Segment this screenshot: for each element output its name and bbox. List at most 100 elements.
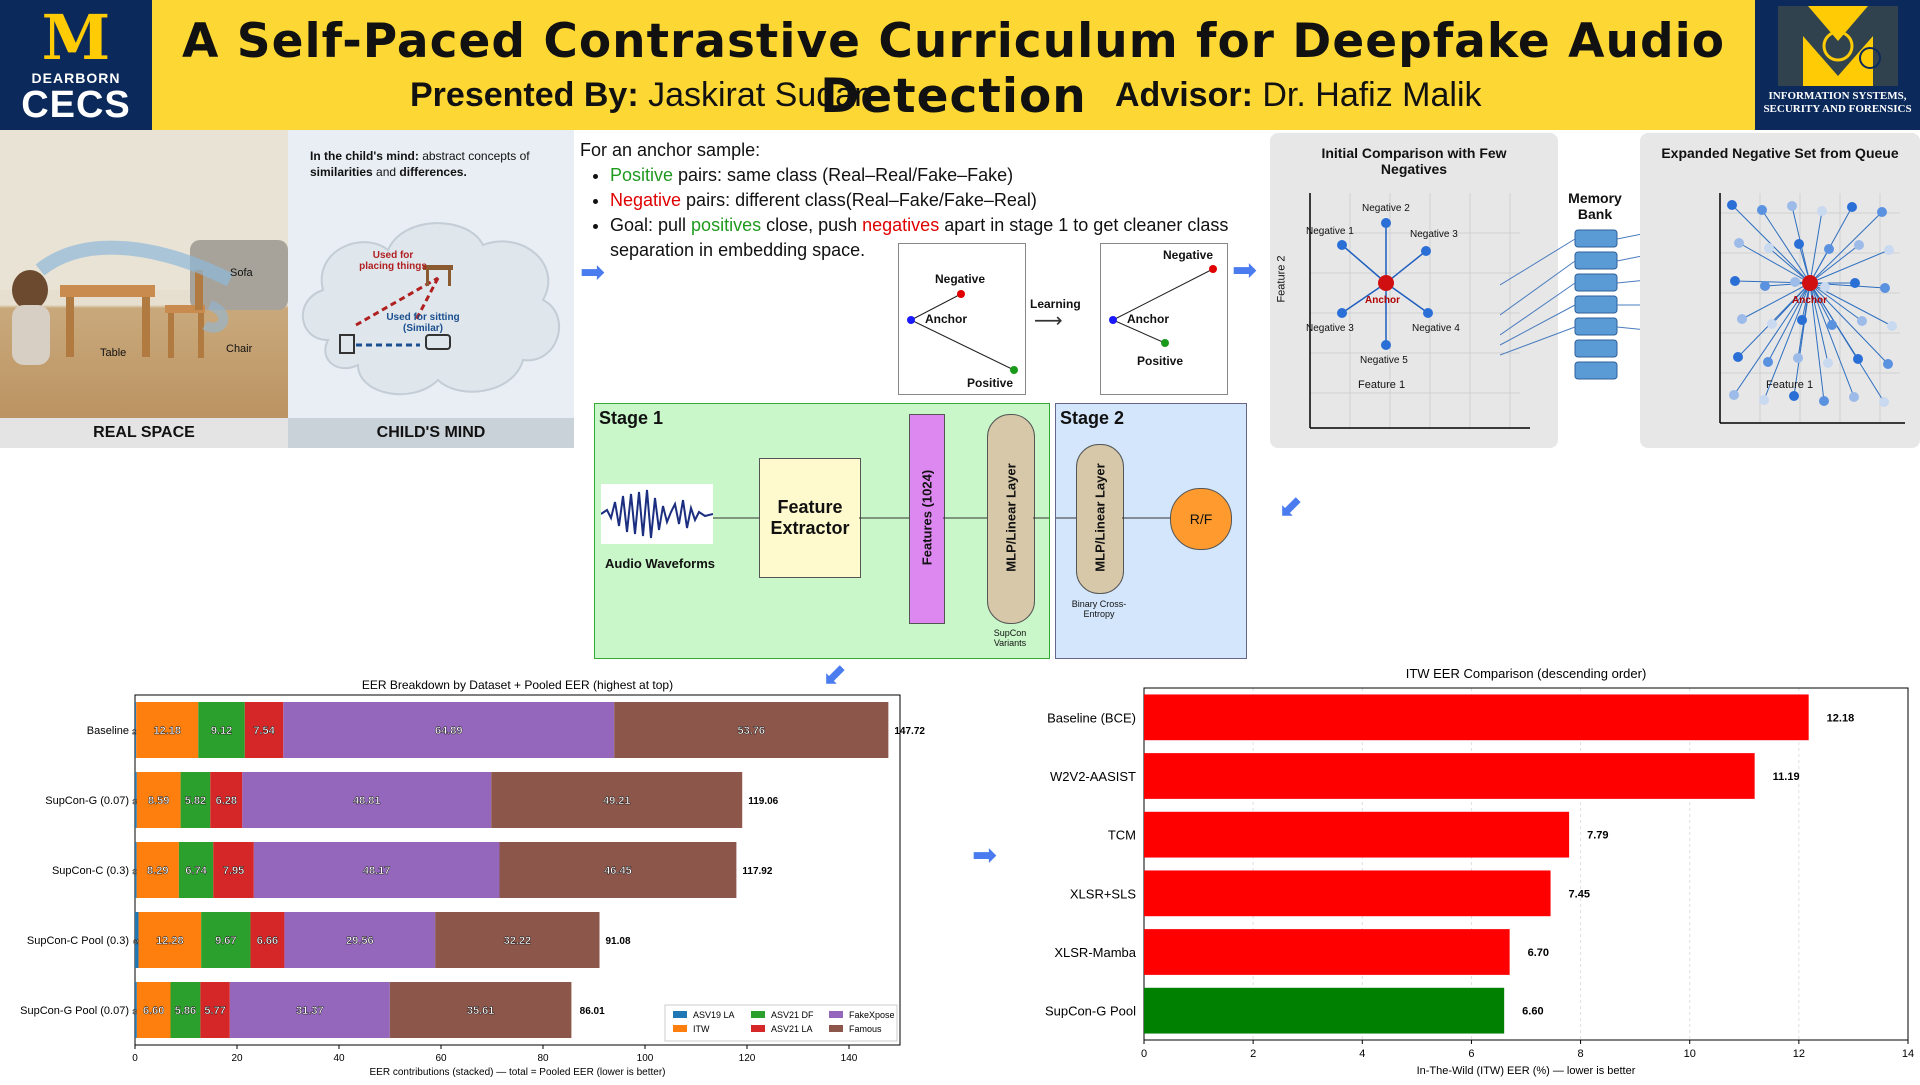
chart1-segment-label: 5.82 bbox=[185, 795, 206, 807]
queue-ray bbox=[1767, 282, 1811, 363]
presenter-label: Presented By: bbox=[410, 76, 639, 114]
chart1-bar-segment bbox=[389, 982, 572, 1038]
bullet-positive: Positive pairs: same class (Real–Real/Fa… bbox=[610, 163, 1280, 188]
chart1-bar-segment bbox=[614, 702, 889, 758]
queue-negative-dot bbox=[1767, 319, 1777, 329]
queue-negative-dot bbox=[1797, 315, 1807, 325]
chart1-segment-label: 6.60 bbox=[143, 1005, 164, 1017]
chart1-segment-label: 64.89 bbox=[435, 725, 463, 737]
output-rf-node: R/F bbox=[1170, 488, 1232, 550]
chart1-xtick-label: 20 bbox=[231, 1053, 243, 1064]
fingerprint-lock-icon bbox=[1777, 6, 1898, 86]
chart1-bar-segment bbox=[136, 702, 199, 758]
before-anchor-label: Anchor bbox=[925, 312, 967, 326]
queue-ray bbox=[1809, 282, 1829, 364]
isf-logo-text: INFORMATION SYSTEMS, SECURITY AND FORENS… bbox=[1755, 90, 1920, 116]
initial-negative-3a: Negative 3 bbox=[1410, 229, 1458, 240]
isf-logo: INFORMATION SYSTEMS, SECURITY AND FORENS… bbox=[1755, 0, 1920, 130]
queue-ray bbox=[1738, 242, 1811, 284]
arrow-right-icon: ➡ bbox=[580, 256, 606, 289]
mind-heading-similarities: similarities bbox=[310, 165, 373, 179]
stage1-panel: Stage 1 Audio Waveforms Feature Extracto… bbox=[594, 403, 1050, 659]
queue-ray bbox=[1809, 244, 1860, 284]
presenter-name: Jaskirat Sudan bbox=[648, 76, 873, 114]
queue-ray bbox=[1809, 282, 1855, 398]
bullet-goal: Goal: pull positives close, push negativ… bbox=[610, 213, 1280, 263]
queue-negative-dot bbox=[1790, 277, 1800, 287]
chart1-bar-segment bbox=[200, 982, 230, 1038]
initial-x-label: Feature 1 bbox=[1358, 379, 1406, 391]
expanded-fig-title: Expanded Negative Set from Queue bbox=[1661, 145, 1899, 161]
arrow-right-icon: ➡ bbox=[972, 839, 998, 872]
negative-keyword: Negative bbox=[610, 190, 682, 210]
goal-negatives: negatives bbox=[862, 215, 940, 235]
chart2-bar bbox=[1144, 987, 1505, 1034]
chart1-xtick-label: 40 bbox=[333, 1053, 345, 1064]
mind-heading-of: of bbox=[519, 149, 530, 163]
queue-ray bbox=[1809, 282, 1863, 322]
queue-negative-dot bbox=[1853, 354, 1863, 364]
chart1-xtick-label: 80 bbox=[537, 1053, 549, 1064]
chart1-bar-segment bbox=[435, 912, 600, 968]
chart1-category-label: SupCon-G (0.07) bbox=[45, 795, 129, 807]
chart1-legend-label: ITW bbox=[693, 1024, 710, 1034]
chart1-segment-label: 5.77 bbox=[204, 1005, 225, 1017]
advisor-line: Advisor: Dr. Hafiz Malik bbox=[1115, 76, 1482, 115]
audio-waveform-icon bbox=[601, 484, 713, 544]
positive-rest: pairs: same class (Real–Real/Fake–Fake) bbox=[673, 165, 1014, 185]
queue-ray bbox=[1741, 282, 1811, 320]
queue-negative-dot bbox=[1787, 201, 1797, 211]
chart1-xtick-label: 100 bbox=[637, 1053, 654, 1064]
stage1-arrows bbox=[713, 517, 1049, 519]
chart1-bar-segment bbox=[213, 842, 254, 898]
chart1-legend-label: ASV19 LA bbox=[693, 1010, 735, 1020]
queue-negative-dot bbox=[1824, 244, 1834, 254]
mlp2-block: MLP/Linear Layer bbox=[1076, 444, 1124, 594]
after-positive-label: Positive bbox=[1137, 354, 1184, 368]
queue-ray bbox=[1768, 247, 1811, 284]
chart1-segment-label: 35.61 bbox=[467, 1005, 495, 1017]
expanded-x-label: Feature 1 bbox=[1766, 379, 1814, 391]
before-negative-label: Negative bbox=[935, 272, 986, 286]
chart2-bar bbox=[1144, 753, 1755, 799]
queue-negative-dot bbox=[1820, 282, 1830, 292]
chart1-segment-label: 23 bbox=[132, 730, 139, 736]
logo-cecs: CECS bbox=[21, 84, 131, 126]
real-space-caption: REAL SPACE bbox=[0, 418, 288, 448]
expanded-negative-figure: Expanded Negative Set from Queue Anchor … bbox=[1640, 133, 1920, 448]
chart2-category-label: Baseline (BCE) bbox=[1047, 710, 1136, 725]
childs-mind-illustration: In the child's mind: abstract concepts o… bbox=[288, 130, 574, 448]
used-for-placing-label: Used for placing things bbox=[359, 250, 427, 272]
goal-prefix: Goal: pull bbox=[610, 215, 692, 235]
memory-bank-arrows-in bbox=[1500, 238, 1576, 356]
header-banner bbox=[0, 0, 1920, 130]
chart1-segment-label: 49.21 bbox=[603, 795, 631, 807]
chart1-segment-label: 5.86 bbox=[175, 1005, 196, 1017]
chart1-bar-segment bbox=[229, 982, 390, 1038]
chart1-category-label: SupCon-C Pool (0.3) bbox=[27, 935, 129, 947]
memory-bank-stack bbox=[1574, 229, 1618, 380]
chart2-xtick-label: 4 bbox=[1359, 1048, 1365, 1060]
presenter-line: Presented By: Jaskirat Sudan bbox=[410, 76, 873, 115]
chart2-value-label: 7.45 bbox=[1569, 888, 1590, 900]
chart1-segment-label: 12.18 bbox=[153, 725, 181, 737]
mlp2-note: Binary Cross-Entropy bbox=[1071, 599, 1127, 619]
chart1-segment-label: 35 bbox=[133, 800, 140, 806]
chart1-title: EER Breakdown by Dataset + Pooled EER (h… bbox=[362, 678, 673, 692]
bullet-list: Positive pairs: same class (Real–Real/Fa… bbox=[580, 163, 1280, 263]
chart2-xtick-label: 14 bbox=[1902, 1048, 1914, 1060]
learning-arrow-label: Learning bbox=[1030, 297, 1081, 311]
queue-ray bbox=[1763, 282, 1811, 401]
chart1-bar-segment bbox=[210, 772, 243, 828]
queue-negative-dot bbox=[1850, 278, 1860, 288]
chart1-segment-label: 32.22 bbox=[504, 935, 532, 947]
chart1-bar-segment bbox=[491, 772, 743, 828]
queue-negative-dot bbox=[1727, 200, 1737, 210]
real-space-illustration: Sofa Table Chair bbox=[0, 130, 288, 448]
chart1-segment-label: 9.12 bbox=[211, 725, 232, 737]
after-anchor-label: Anchor bbox=[1127, 312, 1169, 326]
queue-negative-dot bbox=[1857, 316, 1867, 326]
chart1-legend-swatch bbox=[829, 1011, 843, 1018]
chart1-bar-segment bbox=[284, 912, 436, 968]
chart2-category-label: TCM bbox=[1108, 828, 1136, 843]
